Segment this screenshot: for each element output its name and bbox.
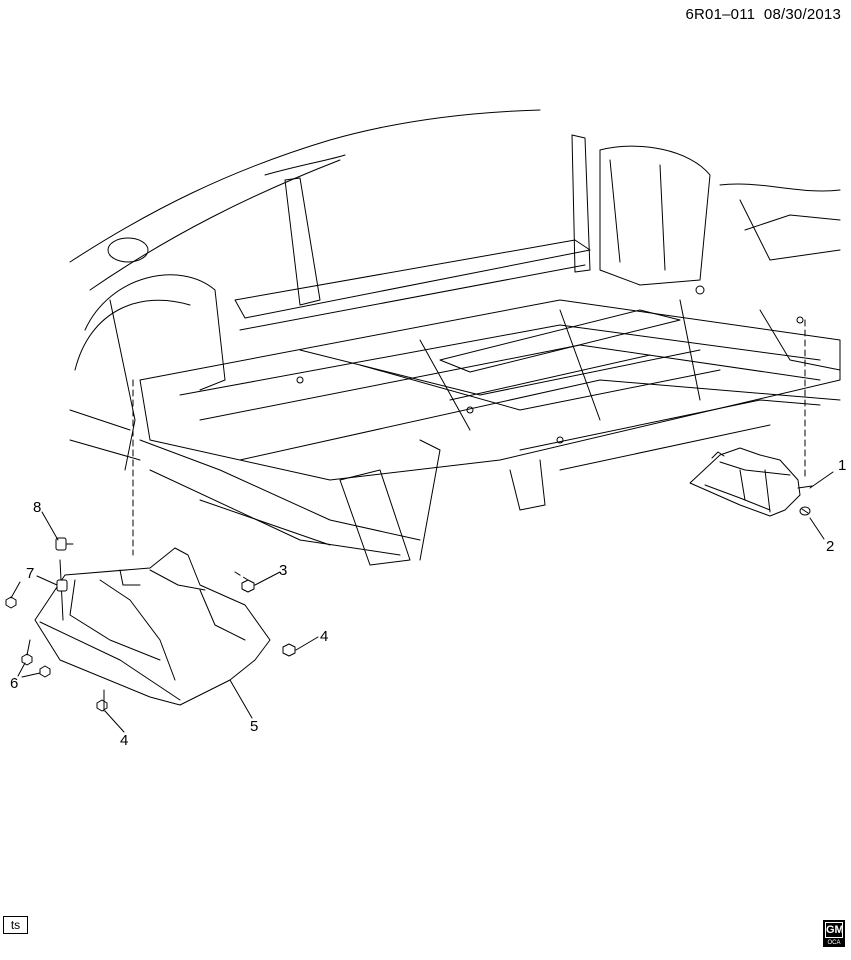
alignment-lines — [132, 319, 806, 581]
nut-part-2 — [799, 506, 811, 516]
callout-8: 8 — [33, 499, 41, 516]
callout-1: 1 — [838, 457, 846, 474]
ts-label-box: ts — [3, 916, 28, 934]
callout-4-bottom: 4 — [120, 732, 128, 749]
leader-lines — [10, 471, 834, 733]
callout-2: 2 — [826, 538, 834, 555]
callout-3: 3 — [279, 562, 287, 579]
callout-labels: 1 2 3 4 4 5 6 7 8 — [10, 457, 846, 749]
drawing-date: 08/30/2013 — [763, 6, 841, 23]
callout-4-right: 4 — [320, 628, 328, 645]
gm-logo-subtext: OCA — [827, 940, 841, 946]
gm-logo-text: GM — [825, 922, 844, 938]
small-shield-part — [689, 447, 813, 517]
callout-7: 7 — [26, 565, 34, 582]
large-shield-part — [34, 547, 271, 706]
vehicle-underbody — [69, 109, 841, 566]
drawing-header: 6R01–011 08/30/2013 — [685, 6, 841, 23]
fasteners — [5, 537, 296, 712]
drawing-id: 6R01–011 — [685, 6, 756, 23]
callout-5: 5 — [250, 718, 258, 735]
callout-6: 6 — [10, 675, 18, 692]
gm-logo: GM OCA — [823, 920, 845, 947]
